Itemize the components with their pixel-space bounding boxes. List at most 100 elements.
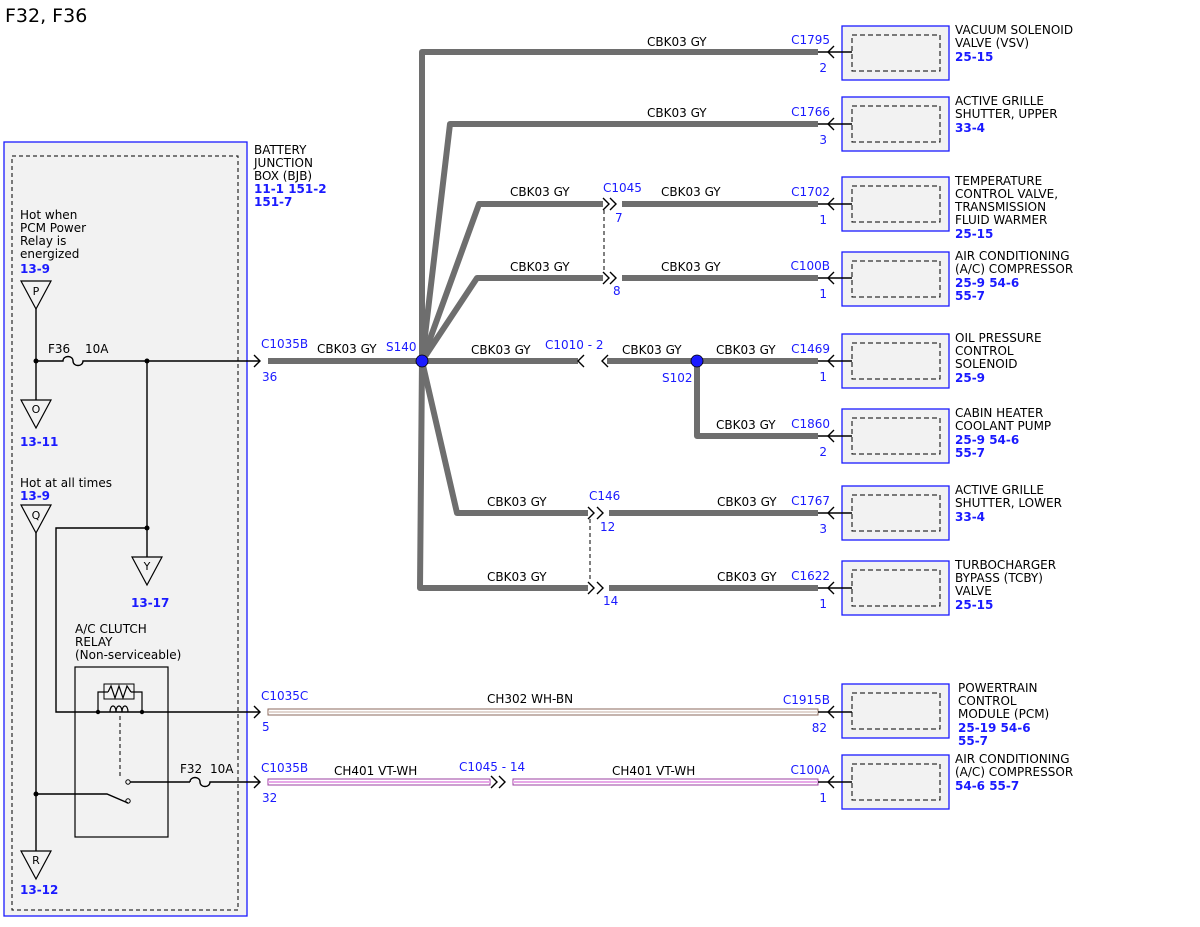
component-ref-c1915b-1[interactable]: 55-7: [958, 734, 988, 748]
connector-arrow-c1702: [827, 197, 835, 211]
connector-arrow-c100b: [827, 271, 835, 285]
c146-pin-b: 14: [603, 594, 618, 608]
offpage-connector-y[interactable]: Y: [130, 556, 164, 587]
relay-switch-icon: [36, 779, 190, 804]
component-inner-c1860: [851, 417, 941, 455]
bjb-label-line2: JUNCTION: [253, 156, 313, 170]
fuse-f32-symbol[interactable]: [189, 776, 260, 788]
wire-to-c146-12[interactable]: [419, 360, 588, 516]
component-box-c1860[interactable]: [841, 408, 950, 464]
connector-name-c1702: C1702: [791, 185, 830, 199]
connector-c1035b-bottom[interactable]: C1035B 32: [253, 761, 308, 805]
component-ref-c1702-0[interactable]: 25-15: [955, 227, 993, 241]
c1045-pin-b: 8: [613, 284, 621, 298]
wire-to-c146-14[interactable]: [417, 360, 588, 591]
wire-ch401-vt-wh-a[interactable]: [267, 778, 491, 786]
c1045-14-name: C1045 - 14: [459, 760, 525, 774]
component-ref-c1766-0[interactable]: 33-4: [955, 121, 985, 135]
connector-arrow-c1795: [827, 45, 835, 59]
wire-to-c1045-7[interactable]: [419, 201, 603, 363]
component-box-c100a[interactable]: [841, 754, 950, 810]
offpage-o-letter: O: [32, 403, 41, 416]
hot-pcm-line2: PCM Power: [20, 221, 86, 235]
bjb-refs-line1[interactable]: 11-1 151-2: [254, 182, 327, 196]
relay-label-line3: (Non-serviceable): [75, 648, 181, 662]
component-ref-c1469-0[interactable]: 25-9: [955, 371, 985, 385]
component-ref-c100b-0[interactable]: 25-9 54-6: [955, 276, 1019, 290]
wire-to-c1766[interactable]: [419, 121, 818, 362]
component-ref-c1860-0[interactable]: 25-9 54-6: [955, 433, 1019, 447]
wire-main-label: CBK03 GY: [317, 342, 377, 356]
wire-ch302-label: CH302 WH-BN: [487, 692, 573, 706]
wire-ch302-wh-bn[interactable]: [267, 708, 819, 716]
wire-c146-14-label: CBK03 GY: [487, 570, 547, 584]
offpage-r-ref[interactable]: 13-12: [20, 883, 58, 897]
wire-c100b-label: CBK03 GY: [661, 260, 721, 274]
relay-label-line1: A/C CLUTCH: [75, 622, 147, 636]
component-box-c1702[interactable]: [841, 176, 950, 232]
connector-name-c1795: C1795: [791, 33, 830, 47]
connector-c1010[interactable]: C1010 - 2: [545, 338, 609, 368]
component-box-c1767[interactable]: [841, 485, 950, 541]
wire-to-c1860[interactable]: [694, 361, 818, 439]
offpage-o-ref[interactable]: 13-11: [20, 435, 58, 449]
component-box-c1795[interactable]: [841, 25, 950, 81]
offpage-p-letter: P: [33, 285, 40, 298]
bjb-refs-line2[interactable]: 151-7: [254, 195, 292, 209]
connector-c1035c[interactable]: C1035C 5: [253, 689, 308, 734]
component-label-c1766-0: ACTIVE GRILLE: [955, 94, 1044, 108]
component-ref-c1860-1[interactable]: 55-7: [955, 446, 985, 460]
c1035b-top-pin: 36: [262, 370, 277, 384]
wire-ch401-vt-wh-b[interactable]: [512, 778, 819, 786]
component-ref-c1915b-0[interactable]: 25-19 54-6: [958, 721, 1031, 735]
component-ref-c1622-0[interactable]: 25-15: [955, 598, 993, 612]
fuse-f36-symbol[interactable]: [36, 355, 260, 367]
connector-c1035b-top[interactable]: C1035B 36: [253, 337, 308, 384]
component-ref-c1795-0[interactable]: 25-15: [955, 50, 993, 64]
wire-to-c1045-8[interactable]: [419, 275, 603, 363]
component-box-c1622[interactable]: [841, 560, 950, 616]
offpage-connector-r[interactable]: R: [19, 850, 53, 881]
component-box-c1915b[interactable]: [841, 683, 950, 739]
connector-pin-c1795: 2: [819, 61, 827, 75]
component-label-c1622-0: TURBOCHARGER: [954, 558, 1056, 572]
offpage-y-ref[interactable]: 13-17: [131, 596, 169, 610]
connector-c1045-14[interactable]: C1045 - 14: [459, 760, 525, 789]
component-ref-c100a-0[interactable]: 54-6 55-7: [955, 779, 1019, 793]
offpage-connector-q[interactable]: Q: [19, 504, 53, 535]
component-box-c1766[interactable]: [841, 96, 950, 152]
component-inner-c100b: [851, 260, 941, 298]
component-label-c1622-2: VALVE: [955, 584, 992, 598]
component-label-c1702-1: CONTROL VALVE,: [955, 187, 1058, 201]
connector-c146[interactable]: C146 12 14: [587, 489, 620, 608]
component-ref-c1767-0[interactable]: 33-4: [955, 510, 985, 524]
component-label-c1795-0: VACUUM SOLENOID: [955, 23, 1073, 37]
component-box-c1469[interactable]: [841, 333, 950, 389]
splice-s140[interactable]: [415, 354, 429, 368]
relay-coil-icon: [95, 683, 145, 776]
wire-c1702-label: CBK03 GY: [661, 185, 721, 199]
wire-to-c1795[interactable]: [419, 49, 818, 361]
hot-always-ref[interactable]: 13-9: [20, 489, 50, 503]
hot-pcm-ref[interactable]: 13-9: [20, 262, 50, 276]
offpage-connector-o[interactable]: O: [19, 399, 53, 430]
offpage-connector-p[interactable]: P: [19, 280, 53, 311]
hot-pcm-line4: energized: [20, 247, 79, 261]
c1035b-bottom-pin: 32: [262, 791, 277, 805]
component-box-c100b[interactable]: [841, 251, 950, 307]
ac-clutch-relay[interactable]: [74, 666, 169, 838]
component-ref-c100b-1[interactable]: 55-7: [955, 289, 985, 303]
connector-c1045[interactable]: C1045 7 8: [602, 181, 642, 298]
splice-s102[interactable]: [690, 354, 704, 368]
fuse-f32-name: F32: [180, 762, 202, 776]
